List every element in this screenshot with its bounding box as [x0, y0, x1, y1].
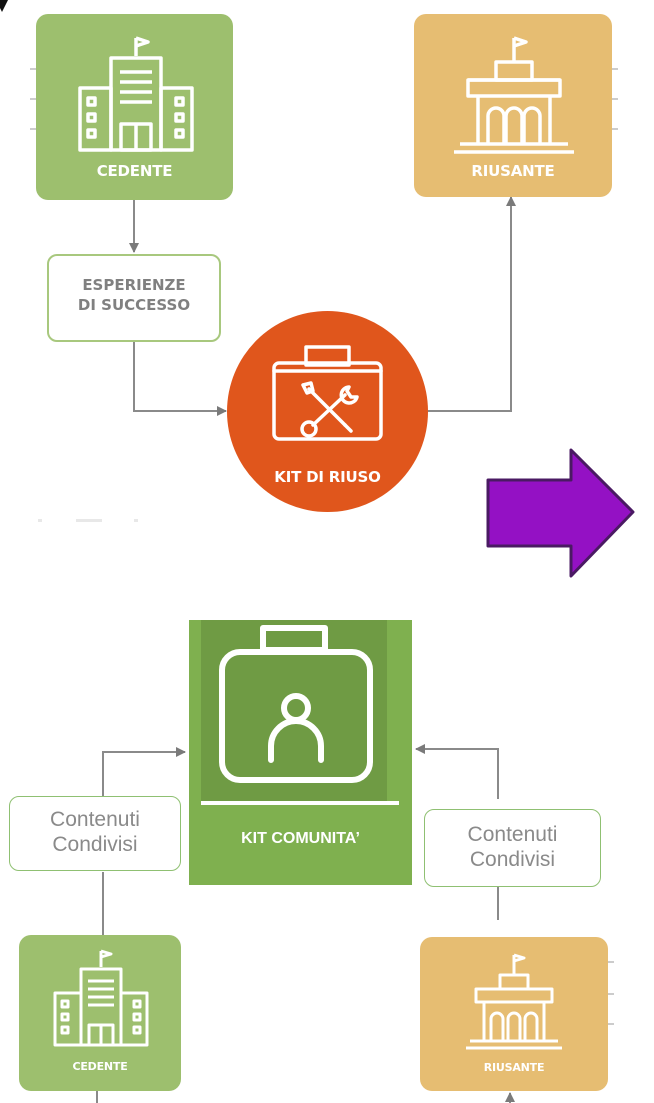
briefcase-user-icon: [219, 625, 373, 783]
connector-right-to-kit: [415, 744, 499, 799]
toolbox-icon: [272, 345, 383, 441]
connector-esperienze-kit: [133, 342, 227, 416]
esperienze-line2: DI SUCCESSO: [77, 296, 191, 314]
right-box-line1: Contenuti: [467, 823, 558, 846]
right-box-line2: Condivisi: [469, 848, 556, 871]
kit-di-riuso-label: KIT DI RIUSO: [274, 468, 381, 486]
connector-left-to-kit: [102, 747, 186, 797]
riusante-label-top: RIUSANTE: [471, 162, 555, 180]
institution-building-icon: [466, 953, 562, 1050]
office-building-icon: [53, 949, 149, 1047]
connector-kit-riusante: [428, 196, 516, 412]
cedente-tile-bottom: CEDENTE: [19, 935, 181, 1091]
purple-right-arrow: [486, 448, 635, 578]
left-box-line1: Contenuti: [50, 808, 140, 831]
institution-building-icon: [454, 36, 574, 154]
contenuti-condivisi-right: Contenuti Condivisi: [424, 809, 601, 887]
kit-comunita-label: KIT COMUNITA’: [241, 830, 360, 847]
corner-fragment: [0, 0, 8, 12]
contenuti-condivisi-left: Contenuti Condivisi: [9, 796, 181, 871]
riusante-tile-bottom: RIUSANTE: [420, 937, 608, 1091]
cedente-label-top: CEDENTE: [96, 162, 173, 180]
riusante-label-bottom: RIUSANTE: [483, 1061, 545, 1074]
kit-comunita-block: KIT COMUNITA’: [189, 620, 412, 885]
cedente-tile-top: CEDENTE: [36, 14, 233, 200]
cedente-label-bottom: CEDENTE: [72, 1060, 128, 1073]
riusante-tile-top: RIUSANTE: [414, 14, 612, 197]
esperienze-box: ESPERIENZE DI SUCCESSO: [47, 254, 221, 342]
side-ticks: [30, 68, 618, 1025]
kit-di-riuso-circle: KIT DI RIUSO: [227, 311, 428, 512]
left-box-line2: Condivisi: [52, 833, 138, 856]
faint-fragment: [38, 519, 138, 523]
kit-comunita-icon-panel: [201, 620, 387, 804]
esperienze-line1: ESPERIENZE: [82, 276, 186, 294]
office-building-icon: [78, 36, 194, 152]
kit-comunita-divider: [201, 801, 399, 805]
